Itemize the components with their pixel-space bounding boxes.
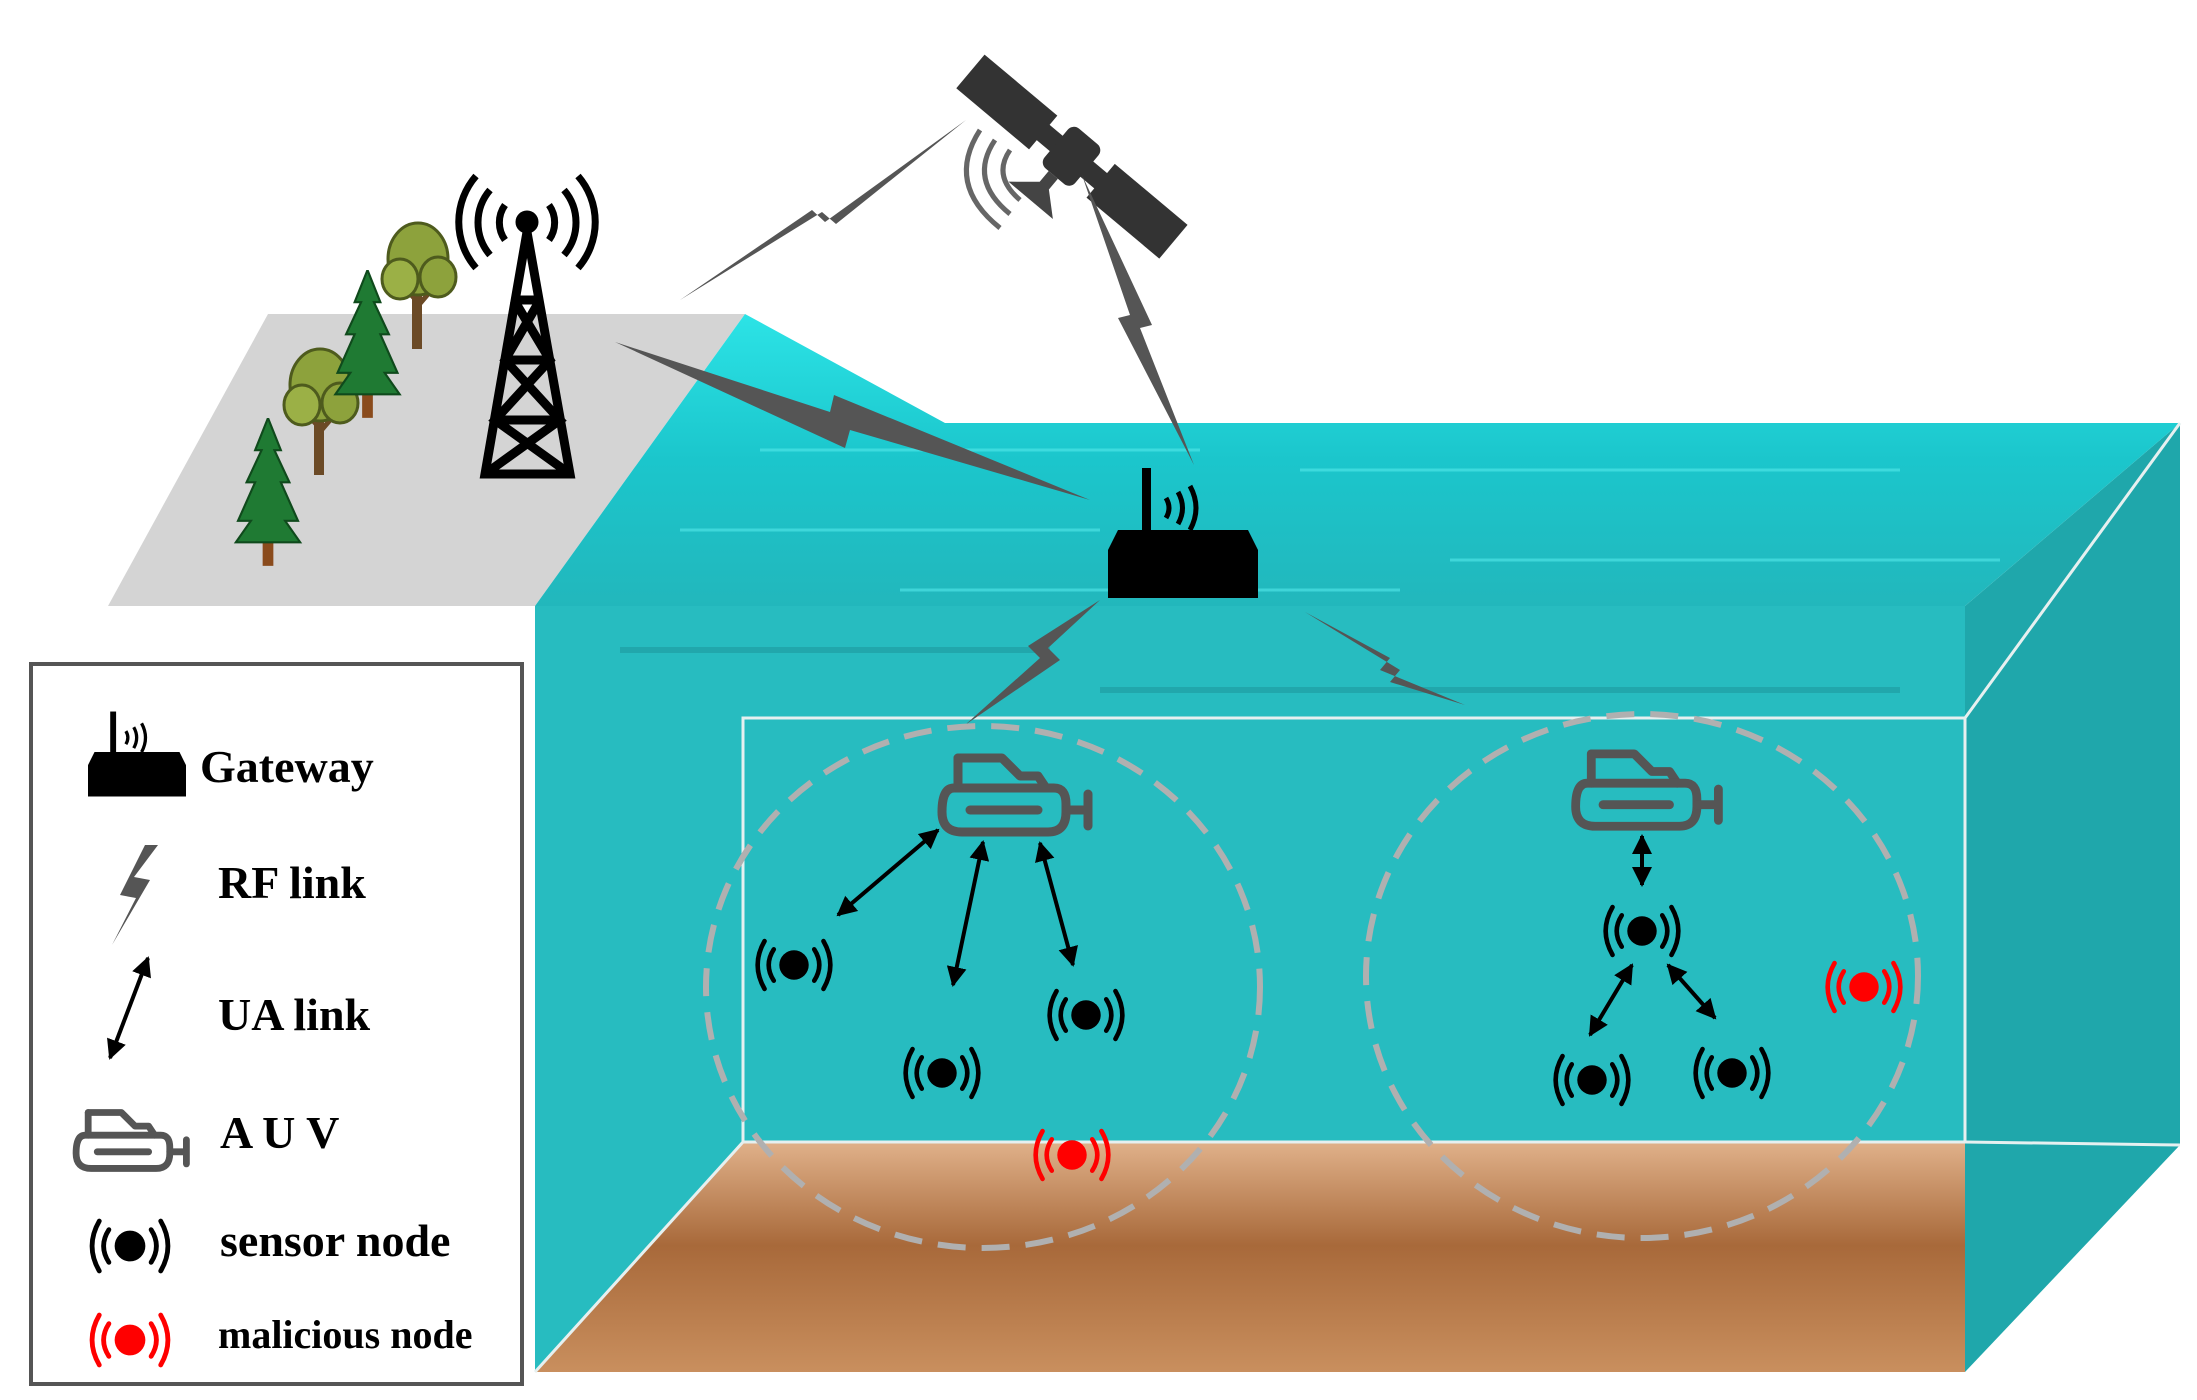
legend-label-sensor-node: sensor node bbox=[220, 1215, 450, 1266]
water-surface-shadows bbox=[620, 647, 1900, 693]
legend-label-malicious-node: malicious node bbox=[218, 1312, 472, 1357]
legend-label-auv: A U V bbox=[220, 1107, 339, 1158]
rf-link-tower-satellite bbox=[680, 120, 966, 300]
water-surface-ripples bbox=[680, 448, 2000, 592]
lightning-bolt-icon bbox=[112, 845, 158, 945]
double-arrow-icon bbox=[107, 956, 151, 1060]
ua-link bbox=[1588, 963, 1634, 1037]
ua-link bbox=[836, 828, 940, 917]
ua-link bbox=[1035, 841, 1078, 967]
legend: Gateway RF link UA link A U V sensor nod… bbox=[29, 662, 524, 1386]
satellite-signal-waves bbox=[963, 128, 1022, 230]
ua-link bbox=[1666, 963, 1717, 1020]
ua-links bbox=[836, 828, 1717, 1037]
cluster-boundary-left bbox=[703, 723, 1263, 1251]
seabed bbox=[535, 1142, 1965, 1372]
legend-label-ua-link: UA link bbox=[218, 989, 371, 1040]
rf-links bbox=[615, 120, 1465, 725]
legend-label-rf-link: RF link bbox=[218, 857, 366, 908]
cluster-boundary-right bbox=[1363, 711, 1921, 1241]
rf-link-gateway-right bbox=[1305, 612, 1465, 705]
rf-link-tower-gateway bbox=[615, 342, 1090, 500]
legend-label-gateway: Gateway bbox=[200, 741, 374, 792]
inner-box-frame bbox=[533, 422, 2182, 1374]
satellite-icon bbox=[956, 54, 1188, 259]
ua-link bbox=[946, 840, 990, 987]
radio-tower-icon bbox=[455, 173, 599, 479]
water-right-face bbox=[1965, 423, 2180, 1372]
rf-link-satellite-gateway bbox=[1082, 175, 1194, 465]
water-surface bbox=[535, 314, 2180, 606]
